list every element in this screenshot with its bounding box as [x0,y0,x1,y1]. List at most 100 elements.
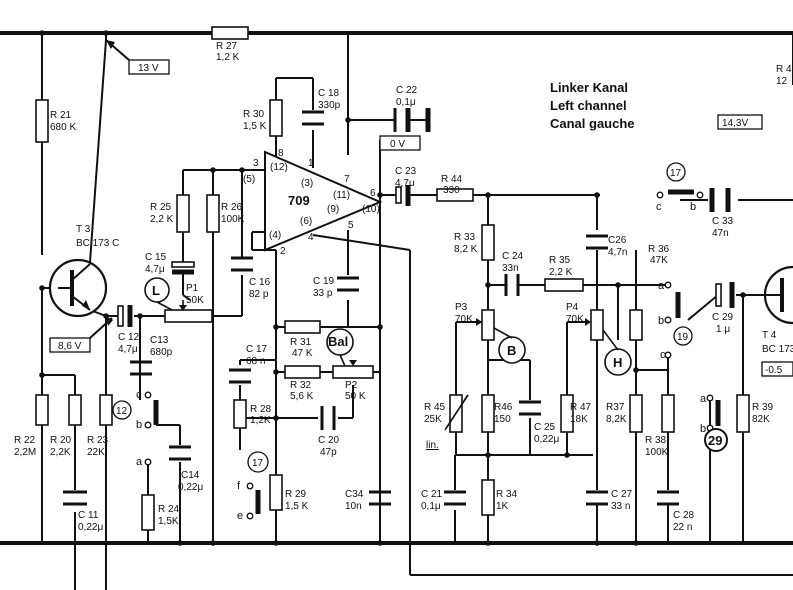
r38-name: R 38 [645,435,667,446]
r32-name: R 32 [290,380,312,391]
c19-value: 33 p [313,288,333,299]
c19-name: C 19 [313,276,335,287]
pot-p4 [590,309,604,341]
c34-value: 10n [345,501,362,512]
c29-name: C 29 [712,312,734,323]
r23-value: 22K [87,447,105,458]
r44-name: R 44 [441,174,463,185]
r33-value: 8,2 K [454,244,478,255]
opamp-pin: 3 [253,158,259,169]
switch-ref-17-lower: 17 [252,458,264,469]
resistor-r34 [481,479,495,516]
opamp-pin: (3) [301,178,313,189]
resistor-r30 [269,99,283,137]
r45-name: R 45 [424,402,446,413]
r24-value: 1,5K [158,516,179,527]
resistor-r31 [284,320,321,334]
p3-value: 70K [455,314,473,325]
labels: Linker Kanal Left channel Canal gauche 1… [14,41,793,533]
switch-ref-19: 19 [677,332,689,343]
r21-name: R 21 [50,110,72,121]
r26-name: R 26 [221,202,243,213]
contact-label: b [136,419,142,431]
opamp-pin: 1 [308,158,314,169]
knob-h: H [613,355,622,370]
c14-value: 0,22μ [178,482,203,493]
c33-name: C 33 [712,216,734,227]
r39-name: R 39 [752,402,774,413]
c11-value: 0,22μ [78,522,103,533]
c20-name: C 20 [318,435,340,446]
opamp-pin: 5 [348,220,354,231]
c27-value: 33 n [611,501,630,512]
transistor-t4-name: T 4 [762,330,777,341]
opamp-pin: 4 [308,232,314,243]
knob-l: L [152,283,160,298]
r27-value: 1,2 K [216,52,240,63]
contact-label: f [237,480,241,492]
r24-name: R 24 [158,504,180,515]
resistor-r37 [629,394,643,433]
pot-p1 [164,309,213,323]
p2-value: 50 K [345,391,366,402]
resistor-r47 [560,394,574,433]
r35-name: R 35 [549,255,571,266]
resistor-r39 [736,394,750,433]
opamp-type: 709 [288,193,310,208]
opamp-pin: 7 [344,174,350,185]
resistor-r32 [284,365,321,379]
c27-name: C 27 [611,489,633,500]
contact-label: b [690,201,696,213]
voltage-14-3: 14,3V [722,118,748,129]
resistor-r21 [35,99,49,143]
p1-name: P1 [186,283,199,294]
c13-name: C13 [150,335,169,346]
r4-name: R 4 [776,64,792,75]
c13-value: 680p [150,347,173,358]
switch-ref-circles [112,162,728,473]
r34-name: R 34 [496,489,518,500]
resistor-r22 [35,394,49,426]
r22-name: R 22 [14,435,36,446]
switch-ref-17-upper: 17 [670,168,682,179]
contact-label: b [658,315,664,327]
r46-value: 150 [494,414,511,425]
voltage-0: 0 V [390,139,405,150]
c12-name: C 12 [118,332,140,343]
c16-value: 82 p [249,289,269,300]
opamp-pin: (12) [270,162,288,173]
r28-value: 1,2K [250,415,271,426]
c18-name: C 18 [318,88,340,99]
resistor-r33 [481,224,495,261]
resistor-r23 [99,394,113,426]
c15-name: C 15 [145,252,167,263]
r22-value: 2,2M [14,447,36,458]
voltage-neg: -0.5 [765,365,783,376]
voltage-13: 13 V [138,63,159,74]
transistor-t4 [762,265,793,325]
r29-value: 1,5 K [285,501,309,512]
r35-value: 2,2 K [549,267,573,278]
c23-value: 4,7μ [395,178,415,189]
channel-label-fr: Canal gauche [550,116,635,131]
c33-value: 47n [712,228,729,239]
c17-name: C 17 [246,344,268,355]
opamp-709 [251,150,383,252]
channel-label-de: Linker Kanal [550,80,628,95]
switches [144,189,721,520]
contact-label: a [136,456,143,468]
resistor-r20 [68,394,82,426]
c24-value: 33n [502,263,519,274]
contact-label: c [660,349,666,361]
c25-name: C 25 [534,422,556,433]
voltage-8-6: 8,6 V [58,341,82,352]
resistor-r29 [269,474,283,511]
opamp-pin: (6) [300,216,312,227]
c12-value: 4,7μ [118,344,138,355]
transistor-t3-name: T 3 [76,224,91,235]
c17-value: 68 n [246,356,265,367]
c28-value: 22 n [673,522,692,533]
c28-name: C 28 [673,510,695,521]
r38-value: 100K [645,447,669,458]
c34-name: C34 [345,489,364,500]
